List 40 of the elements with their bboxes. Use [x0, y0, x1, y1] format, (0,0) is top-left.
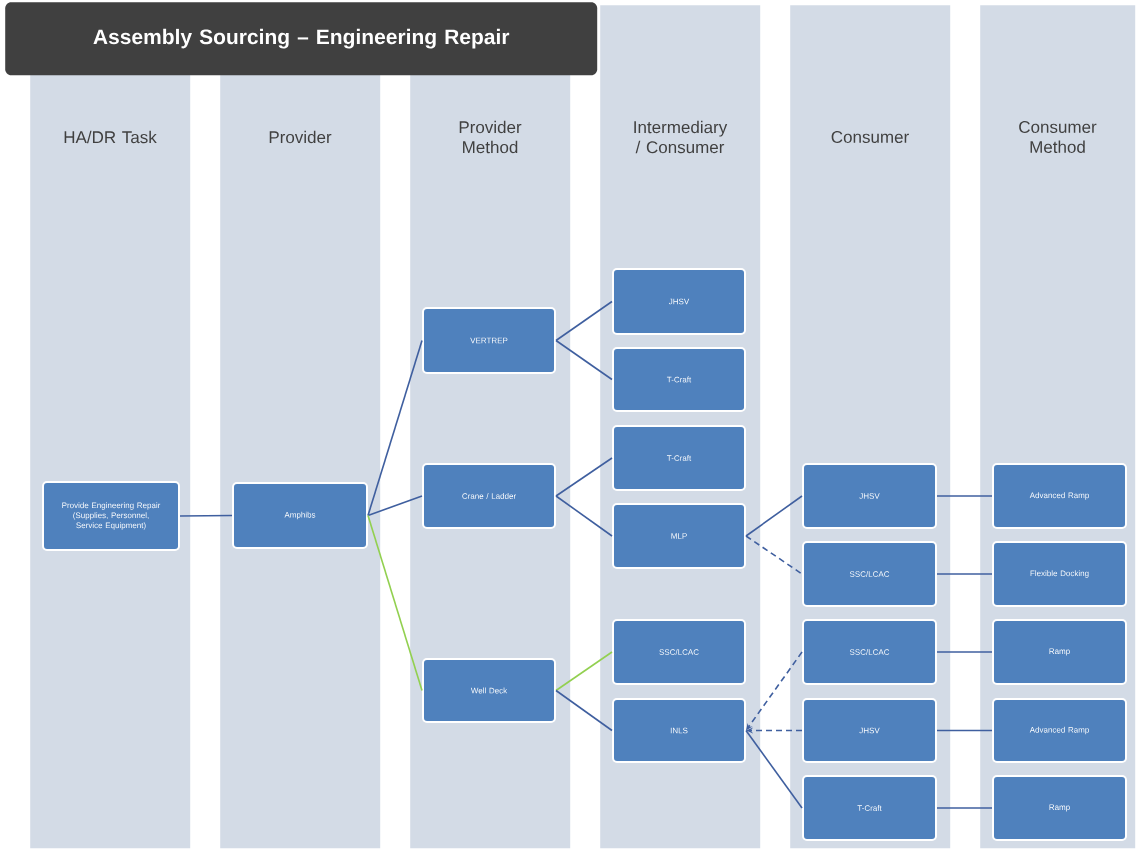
process-box: Advanced Ramp	[992, 698, 1127, 763]
connector-line	[555, 300, 613, 342]
process-box: Provide Engineering Repair (Supplies, Personnel, Service Equipment)	[42, 481, 180, 551]
process-box: Crane / Ladder	[422, 463, 556, 529]
connector-line	[936, 495, 993, 497]
process-box: INLS	[612, 698, 746, 763]
process-box: Well Deck	[422, 658, 556, 723]
connector-line	[367, 495, 423, 517]
connector-line	[555, 689, 613, 732]
connector-line	[555, 495, 613, 537]
connector-line	[555, 651, 613, 692]
connector-line	[367, 514, 423, 692]
process-box: Ramp	[992, 619, 1127, 685]
connector-line	[745, 535, 803, 575]
connector-line	[555, 339, 613, 381]
process-box: Advanced Ramp	[992, 463, 1127, 529]
process-box: SSC/LCAC	[802, 619, 937, 685]
process-box: MLP	[612, 503, 746, 569]
process-box: T-Craft	[802, 775, 937, 841]
process-box: JHSV	[802, 463, 937, 529]
connector-line	[745, 495, 803, 537]
process-box: SSC/LCAC	[612, 619, 746, 685]
process-box: JHSV	[612, 268, 746, 335]
process-box: T-Craft	[612, 425, 746, 491]
process-box: SSC/LCAC	[802, 541, 937, 607]
connector-line	[367, 339, 423, 517]
title-banner: Assembly Sourcing – Engineering Repair	[5, 2, 598, 76]
connector-line	[179, 514, 233, 517]
connector-line	[936, 651, 993, 653]
connector-line	[555, 457, 613, 497]
connector-line	[936, 729, 993, 732]
process-box: Flexible Docking	[992, 541, 1127, 607]
connector-line	[745, 729, 803, 809]
process-box: JHSV	[802, 698, 937, 763]
process-box: Amphibs	[232, 482, 368, 549]
process-box: VERTREP	[422, 307, 556, 374]
connector-line	[936, 573, 993, 575]
connector-line	[936, 807, 993, 809]
process-box: T-Craft	[612, 347, 746, 412]
process-box: Ramp	[992, 775, 1127, 841]
